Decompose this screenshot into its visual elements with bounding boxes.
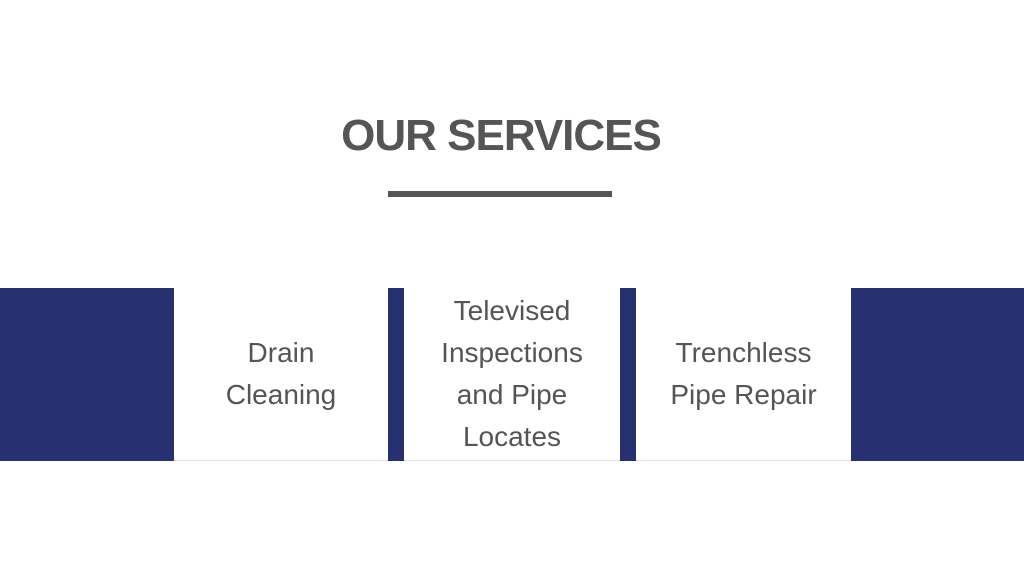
- service-card-televised-inspections[interactable]: Televised Inspections and Pipe Locates: [404, 288, 620, 461]
- services-band: Drain Cleaning Televised Inspections and…: [0, 288, 1024, 461]
- service-card-drain-cleaning[interactable]: Drain Cleaning: [174, 288, 388, 461]
- section-title: OUR SERVICES: [341, 111, 662, 160]
- band-divider-2: [620, 288, 636, 461]
- band-left-block: [0, 288, 174, 461]
- service-card-label: Drain Cleaning: [225, 337, 337, 410]
- band-right-block: [851, 288, 1024, 461]
- band-divider-1: [388, 288, 404, 461]
- service-card-trenchless-pipe-repair[interactable]: Trenchless Pipe Repair: [636, 288, 851, 461]
- service-card-label: Trenchless Pipe Repair: [670, 337, 817, 410]
- service-card-label: Televised Inspections and Pipe Locates: [441, 295, 583, 452]
- title-underline: [388, 191, 612, 197]
